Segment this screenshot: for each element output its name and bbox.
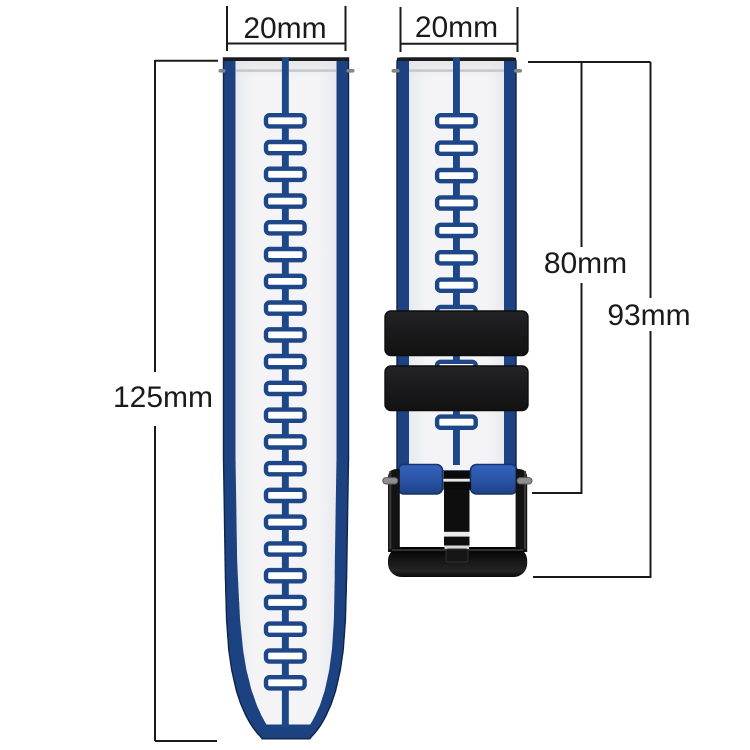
svg-text:93mm: 93mm bbox=[607, 299, 690, 332]
svg-text:125mm: 125mm bbox=[113, 381, 213, 414]
svg-text:20mm: 20mm bbox=[243, 12, 326, 45]
svg-text:20mm: 20mm bbox=[415, 11, 498, 44]
svg-text:80mm: 80mm bbox=[544, 247, 627, 280]
